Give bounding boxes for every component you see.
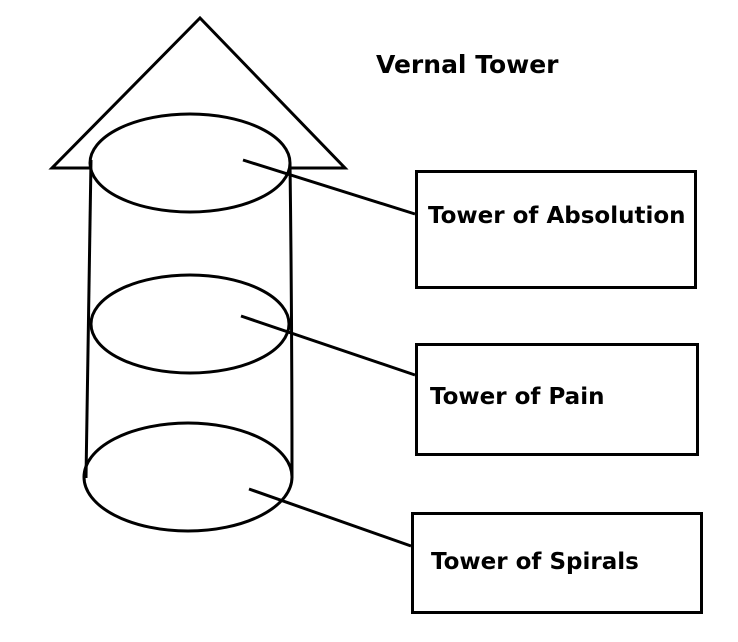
tower-roof: [48, 15, 349, 170]
floor-middle-ellipse: [89, 273, 291, 375]
tower-left-wall: [84, 159, 93, 479]
floor-top-ellipse: [88, 112, 292, 214]
floor-bottom-ellipse: [82, 421, 294, 533]
label-pain: Tower of Pain: [430, 384, 605, 410]
connector-bottom: [248, 487, 412, 548]
label-box-pain: Tower of Pain: [415, 343, 699, 456]
connector-middle: [240, 314, 416, 377]
label-absolution: Tower of Absolution: [428, 203, 686, 229]
connector-top: [242, 158, 416, 216]
tower-right-wall: [288, 162, 294, 479]
diagram-title: Vernal Tower: [376, 50, 559, 79]
label-spirals: Tower of Spirals: [431, 549, 639, 575]
label-box-absolution: Tower of Absolution: [415, 170, 697, 289]
label-box-spirals: Tower of Spirals: [411, 512, 703, 614]
